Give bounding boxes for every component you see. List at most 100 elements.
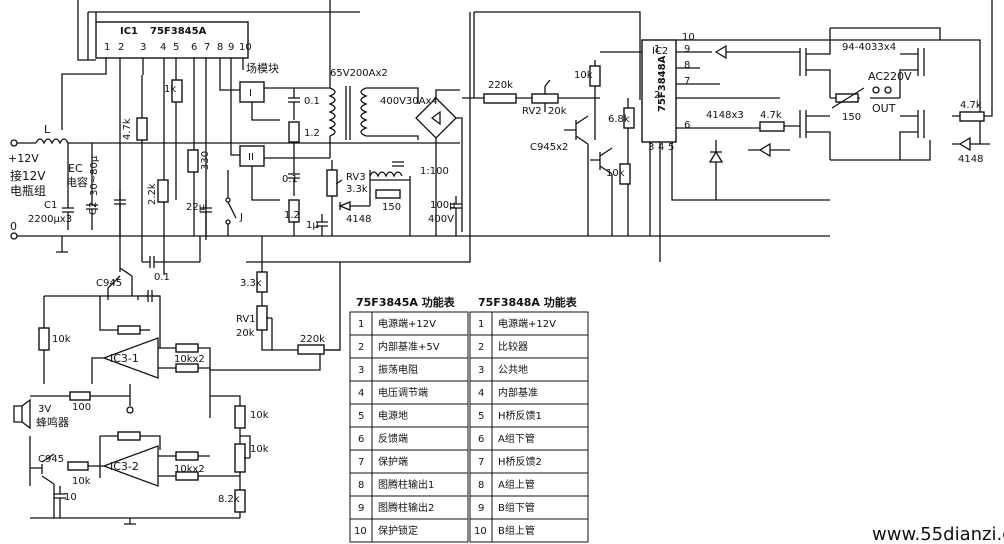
ic1-ref: IC1: [120, 26, 138, 37]
pin-number: 6: [478, 434, 484, 445]
r-220k-bot: 220k: [300, 334, 325, 345]
r-12b: 1.2: [284, 210, 300, 221]
r-82k: 8.2k: [218, 494, 240, 505]
cap-01c: 0.1: [154, 272, 170, 283]
battery-label-2: 电瓶组: [10, 184, 46, 198]
pin-number: 1: [358, 319, 364, 330]
pin-function: 电源地: [378, 409, 408, 422]
cap-22u: 22μ: [186, 202, 206, 213]
table-cell: [491, 518, 589, 543]
ic1-pin-5: 5: [173, 42, 179, 53]
bridge-rectifier: 400V30Ax4: [380, 89, 463, 236]
r-150: 150: [382, 202, 401, 213]
pin-function: 电压调节端: [378, 386, 428, 399]
c1-value: 2200μx3: [28, 214, 72, 225]
rv3-value: 3.3k: [346, 184, 368, 195]
ic1-pins: 1 2 3 4 5 6 7 8 9 10: [104, 42, 252, 53]
module-2-mark: II: [248, 152, 254, 163]
rv1-value: 20k: [236, 328, 255, 339]
ic2-pin-4: 4: [658, 142, 664, 153]
transistor-pair: C945x2 10k 6.8k 10k: [530, 60, 635, 236]
pin-number: 4: [478, 388, 484, 399]
battery-label-1: 接12V: [10, 168, 46, 183]
pin-function: 图腾柱输出1: [378, 478, 434, 491]
r-100: 100: [72, 402, 91, 413]
table1-title: 75F3845A 功能表: [356, 295, 456, 309]
rv1-label: RV1: [236, 314, 256, 325]
pin-number: 4: [358, 388, 364, 399]
r-220k-top: 220k: [488, 80, 513, 91]
ec-label-2: 电容: [66, 175, 88, 189]
r-150-out: 150: [842, 112, 861, 123]
ic2-pin-7: 7: [684, 76, 690, 87]
out-ac: AC220V: [868, 70, 912, 83]
q-c945-b: C945: [38, 454, 64, 465]
cap-100u: 100μ: [430, 200, 456, 211]
table2-title: 75F3848A 功能表: [478, 295, 578, 309]
pin-function: H桥反馈1: [498, 409, 542, 422]
ic2-pin-9: 9: [684, 44, 690, 55]
pin-function: 保护锁定: [378, 524, 418, 537]
field-module: 场模块 I II 0.1 1.2 0.1 1.2: [239, 61, 330, 236]
r-10kx2-b: 10kx2: [174, 464, 205, 475]
ic1: IC1 75F3845A 1 2 3 4 5 6 7 8 9 10: [95, 21, 252, 66]
r-10k-r2: 10k: [250, 444, 269, 455]
q-c945: C945: [96, 278, 122, 289]
r-12a: 1.2: [304, 128, 320, 139]
c2-label: C2: [88, 202, 99, 215]
pin-function: 内部基准: [498, 386, 538, 399]
feedback-divider: 220k RV2 20k: [462, 11, 641, 117]
ic2-pin-8: 8: [684, 60, 690, 71]
mosfets-label: 94-4033x4: [842, 42, 896, 53]
pin-number: 7: [358, 457, 364, 468]
ic2-pin-10: 10: [682, 32, 695, 43]
r-2k2: 2.2k: [147, 183, 158, 205]
pin-function: A组上管: [498, 478, 535, 491]
r-10kx2-a: 10kx2: [174, 354, 205, 365]
ic2-pin-3: 3: [648, 142, 654, 153]
transformer: 65V200Ax2: [328, 0, 419, 158]
r-10k-b: 10k: [72, 476, 91, 487]
ic1-pin-4: 4: [160, 42, 166, 53]
input-section: +12V 接12V 电瓶组 L C1 2200μx3 EC 电容 C2 30~8…: [8, 123, 830, 253]
pin-number: 5: [358, 411, 364, 422]
pin-function: 保护端: [378, 455, 408, 468]
table1-row: 9 图腾柱输出2: [349, 495, 469, 520]
cap-01a: 0.1: [304, 96, 320, 107]
ic2-pin-5: 5: [668, 142, 674, 153]
cap-10: 10: [64, 492, 77, 503]
ec-label-1: EC: [68, 162, 83, 175]
r-10k-r1: 10k: [250, 410, 269, 421]
ic2-pin-1: 1: [654, 44, 660, 55]
pin-function: 内部基准+5V: [378, 340, 440, 353]
table-cell: [371, 518, 469, 543]
transformer-label: 65V200Ax2: [330, 68, 388, 79]
pin-function: 反馈端: [378, 432, 408, 445]
c1-label: C1: [44, 200, 57, 211]
h-bridge: 94-4033x4 150 AC220V OUT 4.7k 4148 4.7k …: [700, 0, 993, 200]
pin-number: 9: [358, 503, 364, 514]
r-10k-q: 10k: [606, 168, 625, 179]
pin-number: 3: [358, 365, 364, 376]
pin-function: 图腾柱输出2: [378, 501, 434, 514]
ground-zero: 0: [10, 220, 17, 233]
r-10k-mid: 10k: [574, 70, 593, 81]
ic1-periphery: 4.7k 2.2k 1k 330 22μ J: [114, 75, 243, 262]
rv3-section: RV3 3.3k 4148 1μ 150 1:100: [306, 160, 449, 236]
watermark: www.55dianzi.com: [872, 524, 1004, 544]
pin-number: 2: [478, 342, 484, 353]
ic2-ref: IC2: [652, 46, 668, 57]
ic2: IC2 75F3848A 1 10 9 8 7 2 6 3 4 5: [600, 32, 830, 262]
pin-number: 2: [358, 342, 364, 353]
table1-row: 7 保护端: [349, 449, 469, 474]
pin-function: H桥反馈2: [498, 455, 542, 468]
diode-4148-a: 4148: [346, 214, 371, 225]
pin-number: 8: [478, 480, 484, 491]
